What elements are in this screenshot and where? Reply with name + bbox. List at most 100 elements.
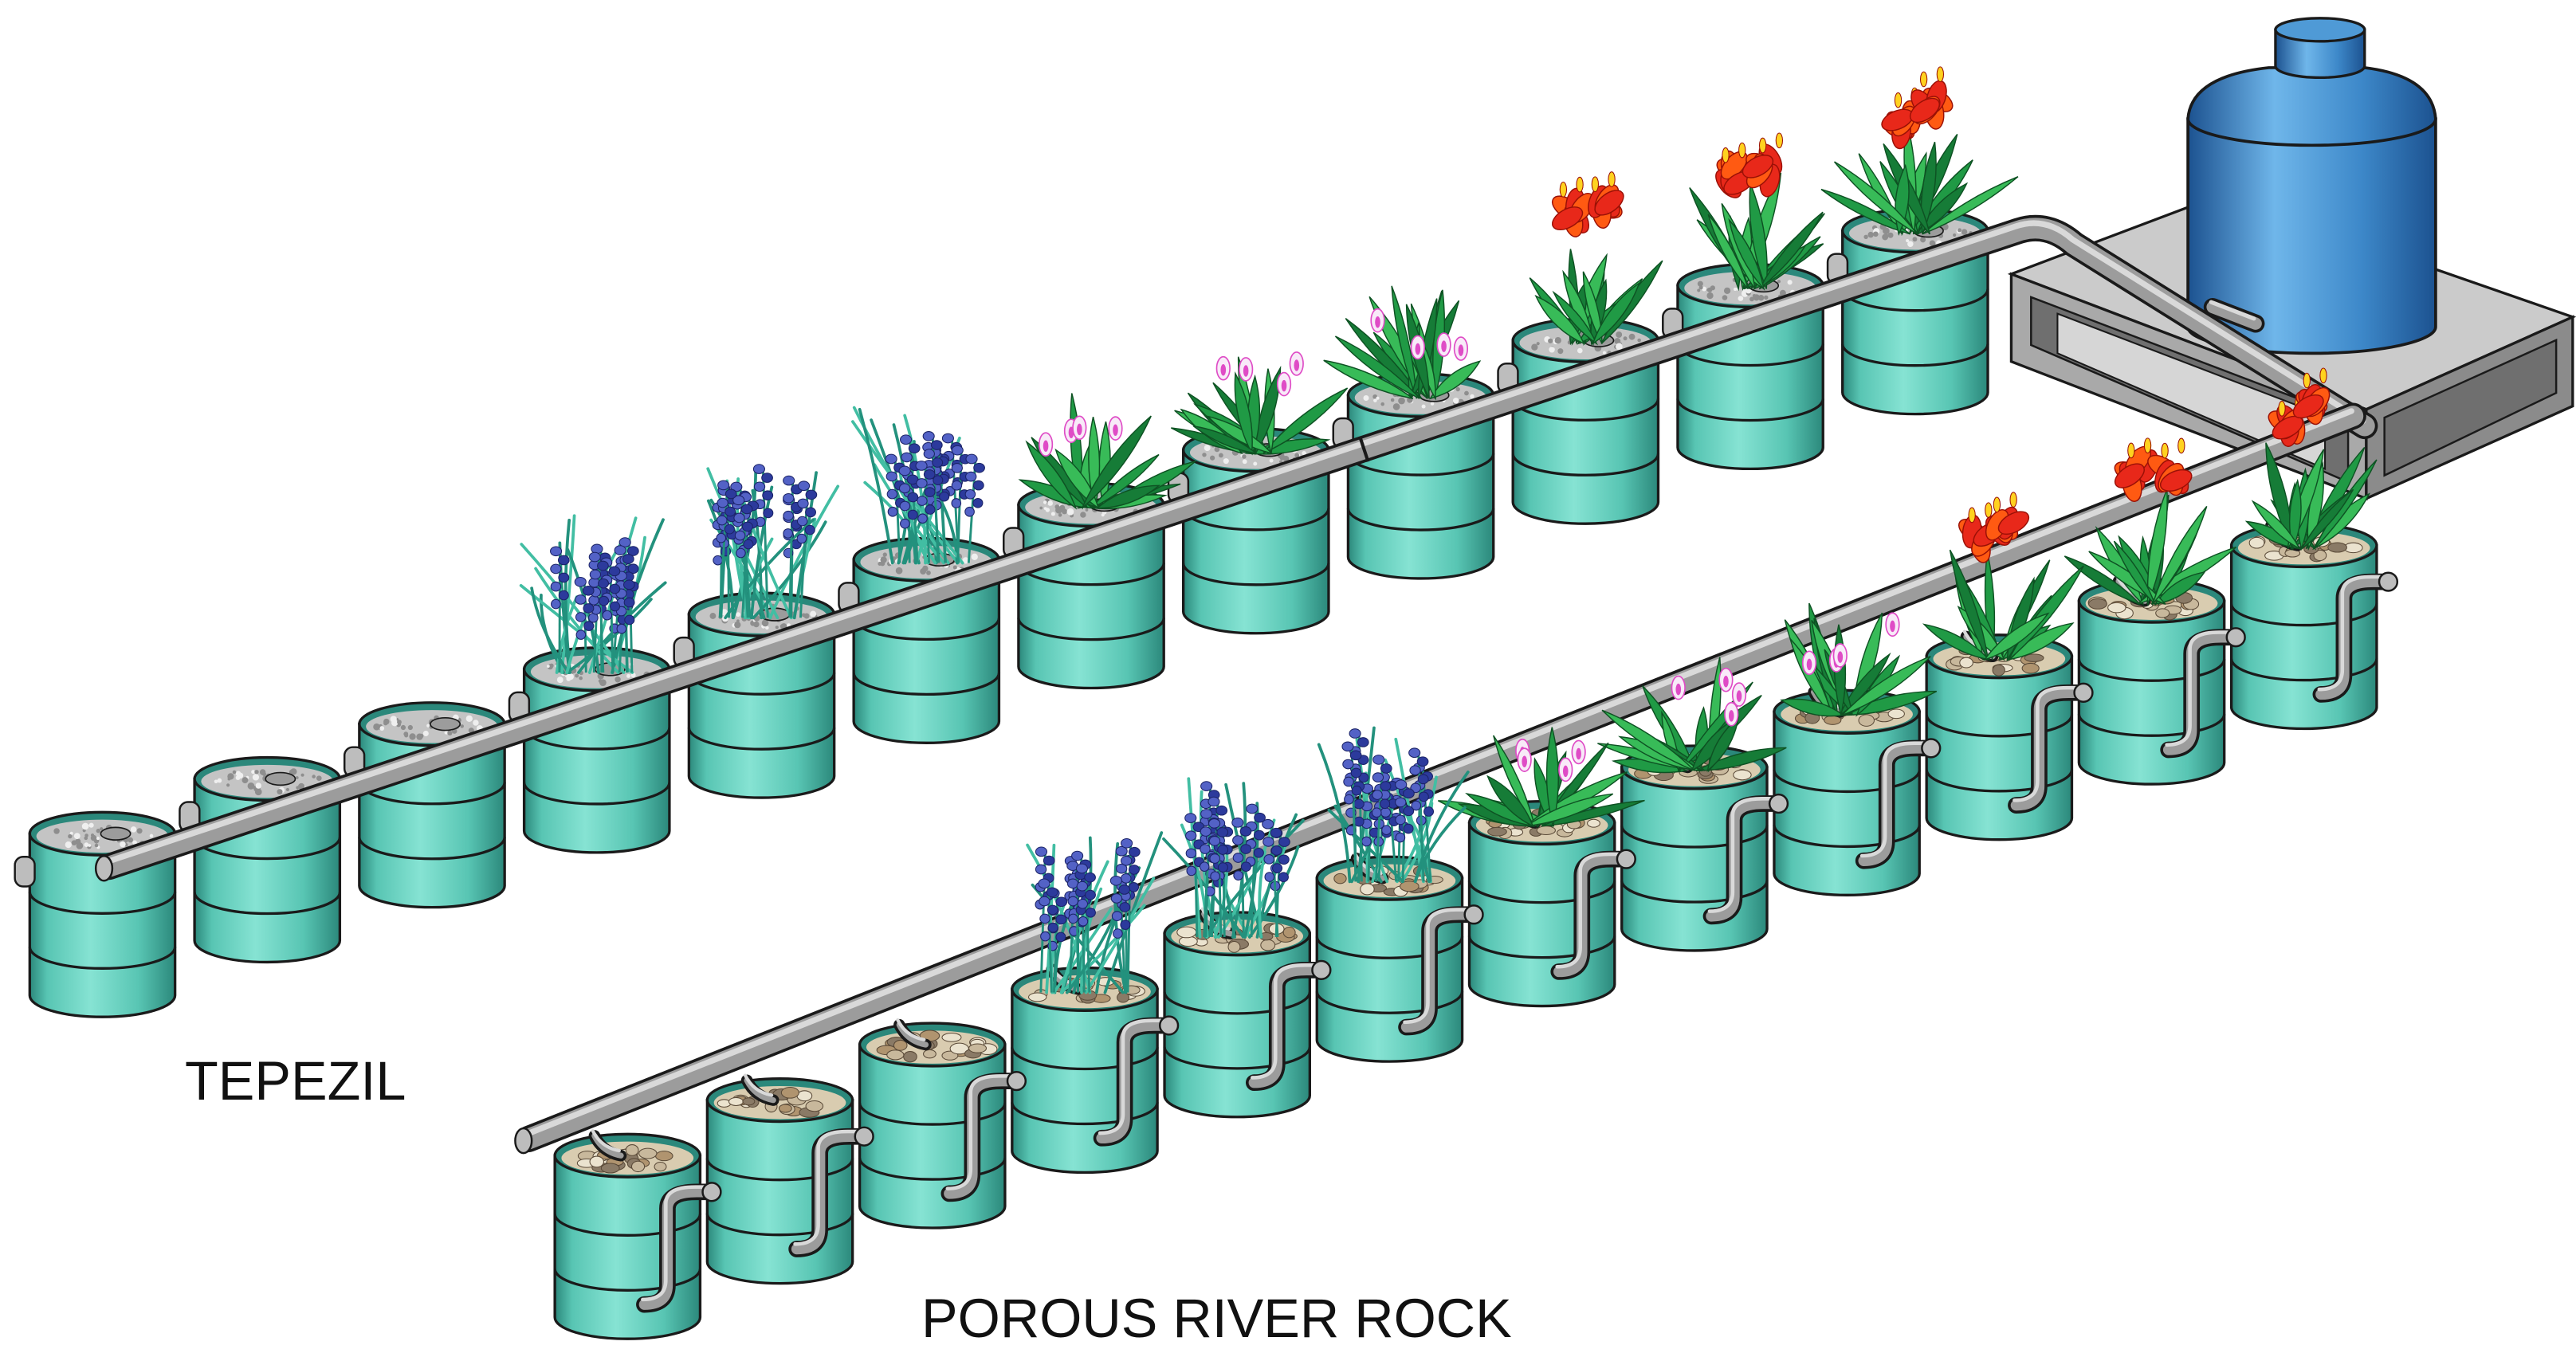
- red-flower-plant: [2064, 437, 2237, 607]
- red-flower-petal: [2159, 469, 2193, 492]
- spike-floret: [1395, 779, 1408, 790]
- tepezil-grain: [775, 626, 779, 629]
- spike-floret: [951, 463, 963, 473]
- spike-floret: [923, 449, 935, 459]
- spike-floret: [1210, 871, 1220, 882]
- spike-floret: [624, 614, 635, 626]
- tepezil-grain: [81, 822, 89, 830]
- leaf: [2152, 505, 2208, 605]
- tank-platform: [2007, 193, 2576, 501]
- spike-floret: [1078, 916, 1089, 927]
- tepezil-grain: [1043, 500, 1047, 504]
- bucket-band: [1017, 618, 1165, 641]
- spike-stem: [1417, 752, 1425, 882]
- mesocosm-8: [1597, 657, 1789, 952]
- spike-floret: [972, 497, 984, 508]
- white-flower-center: [1890, 620, 1895, 633]
- outlet-pipe-cap: [2378, 571, 2399, 592]
- outlet-pipe-cap: [2073, 682, 2094, 703]
- spike-floret: [917, 496, 928, 506]
- blue-spike-plant: [706, 464, 840, 620]
- tepezil-grain: [136, 828, 143, 834]
- spike-floret: [730, 481, 743, 492]
- pipe-end-cap: [94, 854, 114, 882]
- bucket-band: [1163, 991, 1312, 1015]
- river-rock-pebble: [654, 1151, 673, 1162]
- spike-floret: [1380, 781, 1392, 791]
- tepezil-grain: [1557, 348, 1564, 355]
- spike-floret: [1270, 827, 1282, 838]
- dripper: [265, 771, 296, 786]
- tepezil-grain: [84, 836, 88, 841]
- grass-blade: [752, 520, 827, 620]
- tepezil-grain: [1779, 289, 1786, 296]
- tepezil-grain: [96, 829, 100, 833]
- tepezil-grain: [404, 733, 409, 738]
- spike-floret: [1254, 829, 1265, 841]
- spike-stem: [627, 542, 634, 673]
- tepezil-grain: [1039, 506, 1043, 510]
- river-rock-pebble: [1227, 941, 1241, 953]
- tank-spout-body: [2206, 300, 2262, 330]
- spike-floret: [609, 583, 621, 594]
- tepezil-grain: [922, 565, 929, 572]
- spike-floret: [924, 487, 936, 497]
- bucket-body: [1925, 655, 2074, 841]
- spike-floret: [724, 488, 737, 500]
- bucket-band: [1620, 880, 1769, 904]
- tepezil-grain: [1390, 398, 1395, 402]
- outlet-pipe-highlight: [2317, 575, 2389, 692]
- bucket-band: [858, 1157, 1007, 1181]
- spike-floret: [550, 546, 563, 557]
- spike-floret: [550, 581, 562, 592]
- spike-floret: [1118, 884, 1131, 895]
- white-flower-center: [1675, 683, 1682, 696]
- river-rock-pebble: [923, 1049, 937, 1059]
- bucket-band: [858, 1102, 1007, 1126]
- tepezil-grain: [1421, 404, 1426, 409]
- spike-floret: [752, 464, 765, 474]
- red-flower-tip: [1738, 142, 1746, 159]
- river-rock-pebble: [1028, 992, 1047, 1002]
- spike-floret: [797, 498, 809, 509]
- river-rock-pebble: [742, 1097, 756, 1106]
- white-flower-center: [1458, 344, 1464, 356]
- bucket-band: [1620, 825, 1769, 849]
- spike-floret: [713, 555, 723, 566]
- tepezil-grain: [1577, 347, 1583, 354]
- red-flower-tip: [1722, 147, 1730, 163]
- bucket-body: [1620, 766, 1769, 952]
- spike-floret: [1128, 846, 1141, 857]
- leaf: [1922, 176, 2019, 235]
- blue-spike-plant: [1026, 831, 1164, 994]
- grass-blade: [750, 485, 774, 620]
- river-rock-pebble: [2327, 542, 2347, 553]
- tepezil-grain: [1470, 394, 1475, 399]
- tepezil-grain: [1043, 507, 1047, 510]
- spike-floret: [1208, 818, 1221, 829]
- river-rock-pebble: [600, 1163, 620, 1174]
- tepezil-grain: [1058, 513, 1062, 517]
- bucket-band: [1011, 1047, 1159, 1071]
- red-flower-tip: [1894, 92, 1903, 108]
- tepezil-grain: [217, 778, 222, 783]
- spike-floret: [1185, 830, 1197, 841]
- tepezil-grain: [1398, 397, 1405, 405]
- spike-floret: [1186, 865, 1197, 877]
- red-flower-tip: [1608, 171, 1616, 187]
- red-flower-tip: [1576, 176, 1584, 193]
- tepezil-grain: [90, 833, 95, 837]
- spike-floret: [627, 563, 639, 575]
- river-rock-pebble: [1992, 664, 2005, 677]
- tepezil-grain: [1373, 398, 1377, 402]
- spike-floret: [1361, 836, 1372, 847]
- river-rock-pebble: [1399, 880, 1420, 892]
- spike-floret: [1216, 827, 1229, 837]
- spike-floret: [916, 478, 928, 488]
- tepezil-grain: [237, 772, 244, 779]
- tepezil-grain: [460, 724, 464, 728]
- spike-floret: [951, 480, 963, 491]
- river-rock-pebble: [1733, 769, 1752, 781]
- spike-floret: [616, 623, 627, 634]
- river-rock-row: [553, 367, 2399, 1340]
